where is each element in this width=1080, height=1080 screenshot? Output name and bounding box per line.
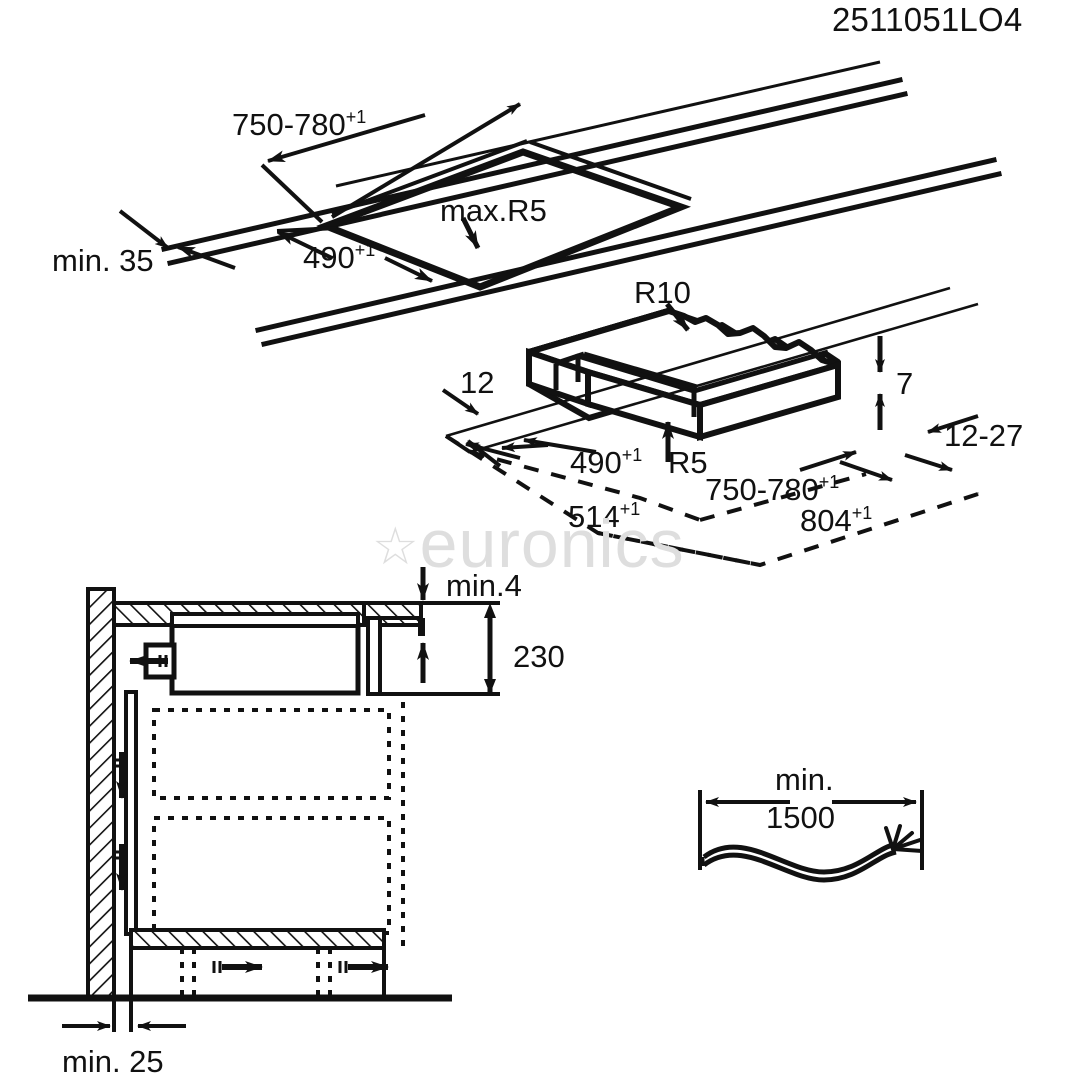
worktop-plane-guide-2 bbox=[469, 302, 979, 454]
dim-750-780-arrows bbox=[799, 450, 893, 482]
dim-maxr5-leader bbox=[460, 216, 481, 250]
dim-514-arrows bbox=[465, 442, 521, 460]
airflow-arrow-right-2 bbox=[338, 961, 389, 973]
cabinet-cross-section-view: min.4 230 min. 25 bbox=[28, 567, 565, 1079]
drawer-outline-lower bbox=[152, 816, 391, 935]
appliance-flange bbox=[170, 612, 360, 628]
dim-worktop-depth-leader bbox=[276, 226, 433, 283]
duct-channel bbox=[124, 690, 138, 936]
dim-worktop-width-leader bbox=[260, 102, 522, 224]
worktop-plane-guide bbox=[445, 286, 951, 438]
dim-cable-length: 1500 bbox=[766, 800, 835, 835]
document-code: 2511051LO4 bbox=[832, 1, 1023, 38]
wall-hatched bbox=[86, 587, 116, 1000]
dim-490-arrows bbox=[501, 437, 597, 454]
airflow-arrow-left bbox=[129, 655, 168, 667]
cable-dim-extension-lines bbox=[698, 790, 924, 870]
cutout-rim-double-line bbox=[331, 139, 692, 216]
dim-lip-thickness-12: 12 bbox=[460, 365, 494, 400]
dim-min35: min. 35 bbox=[52, 243, 154, 278]
dim-12-27-leader bbox=[904, 414, 979, 472]
cable-wire bbox=[702, 841, 897, 875]
dim-inner-radius-r5: R5 bbox=[668, 445, 708, 480]
footprint-dashed-outline-2 bbox=[469, 450, 867, 522]
dim-cable-min-prefix: min. bbox=[775, 762, 834, 797]
dim-230: 230 bbox=[513, 639, 565, 674]
plinth-dotted-guides bbox=[180, 948, 332, 998]
cutout-opening-outline bbox=[316, 148, 692, 291]
dim-lip-height-7: 7 bbox=[896, 366, 913, 401]
dim-min35-leader bbox=[118, 209, 236, 270]
airflow-arrow-down-upper bbox=[116, 752, 128, 799]
worktop-cutout-isometric-view: 750-780+1 490+1 min. 35 max.R5 bbox=[52, 60, 1002, 347]
worktop-strip-far-edges bbox=[335, 60, 881, 188]
dim-inner-width-750-780: 750-780+1 bbox=[705, 472, 839, 507]
dim-outer-depth-514: 514+1 bbox=[568, 499, 640, 534]
dim-min25-leader bbox=[62, 998, 186, 1032]
drawer-outline-upper bbox=[152, 708, 391, 800]
dim-min25: min. 25 bbox=[62, 1044, 164, 1079]
airflow-arrow-right-1 bbox=[212, 961, 263, 973]
mains-cable-length-view: min. 1500 bbox=[698, 762, 924, 883]
dim-worktop-width: 750-780+1 bbox=[232, 107, 366, 142]
cable-conductor-ends bbox=[884, 824, 924, 853]
hob-body-isometric-view: R10 12 7 12-27 bbox=[441, 275, 1023, 568]
dim-inner-depth-490: 490+1 bbox=[570, 445, 642, 480]
cabinet-base-slab bbox=[129, 928, 386, 950]
dim-230-leader bbox=[484, 603, 496, 694]
dim-min4: min.4 bbox=[446, 568, 522, 603]
dim-max-r5: max.R5 bbox=[440, 193, 547, 228]
airflow-arrow-down-lower bbox=[116, 844, 128, 891]
cable-wire-2 bbox=[702, 849, 897, 883]
appliance-body bbox=[169, 622, 361, 696]
dim-r10: R10 bbox=[634, 275, 691, 310]
dim-worktop-thickness: 12-27 bbox=[944, 418, 1023, 453]
hob-body-prism bbox=[526, 308, 841, 442]
hob-body-inner-step bbox=[553, 349, 829, 417]
dim-worktop-depth: 490+1 bbox=[303, 240, 375, 275]
appliance-right-panel bbox=[366, 616, 382, 696]
dim-r10-leader bbox=[665, 302, 690, 332]
